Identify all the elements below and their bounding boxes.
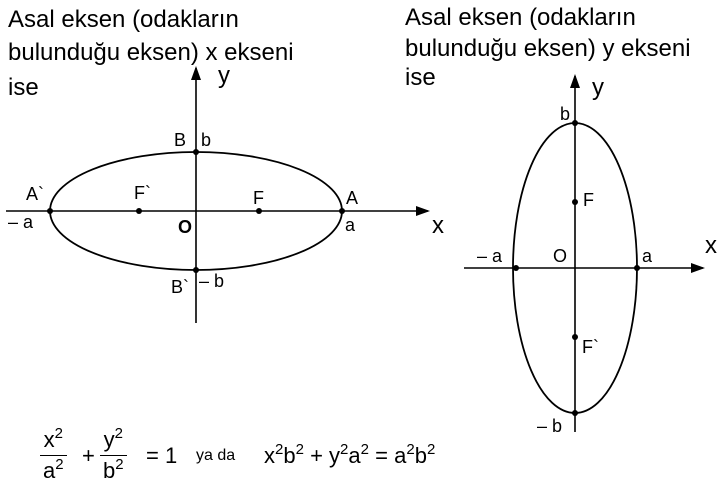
right-label-F-prime: F` — [582, 337, 599, 357]
right-y-axis-label: y — [592, 74, 604, 101]
left-point-minus-a — [47, 208, 53, 214]
right-point-a — [634, 265, 640, 271]
left-caption-line-1: Asal eksen (odakların — [8, 6, 239, 33]
left-point-a — [339, 208, 345, 214]
fraction-a-denominator: a2 — [43, 456, 64, 484]
fraction-x-numerator: x2 — [43, 425, 63, 452]
left-label-a: a — [345, 215, 356, 235]
right-caption-line-3: ise — [405, 64, 436, 91]
equals-one: = 1 — [146, 443, 178, 468]
right-label-b: b — [560, 104, 570, 124]
left-label-minus-a: – a — [8, 212, 34, 232]
right-focus-f-prime — [572, 334, 578, 340]
left-label-F-prime: F` — [134, 183, 151, 203]
left-y-axis-label: y — [218, 62, 230, 89]
left-point-b — [193, 149, 199, 155]
fraction-y-over-b: y2 b2 — [100, 425, 127, 484]
right-x-axis-label: x — [705, 232, 717, 259]
left-label-B: B — [174, 130, 186, 150]
right-point-minus-b — [572, 410, 578, 416]
right-caption-line-2: bulunduğu eksen) y ekseni — [405, 35, 691, 62]
horizontal-ellipse-diagram: x y B b B` – b A` – a A a F` F O — [6, 62, 444, 323]
fraction-b-denominator: b2 — [103, 456, 124, 484]
fraction-bar — [40, 455, 67, 457]
left-label-A: A — [346, 188, 358, 208]
left-label-F: F — [253, 188, 264, 208]
left-focus-f — [256, 208, 262, 214]
left-label-b: b — [201, 130, 211, 150]
vertical-ellipse-diagram: x y b – b F F` – a a O — [464, 74, 717, 436]
left-label-B-prime: B` — [171, 277, 189, 297]
left-point-minus-b — [193, 267, 199, 273]
left-x-axis-label: x — [432, 212, 444, 239]
left-focus-f-prime — [136, 208, 142, 214]
fraction-x-over-a: x2 a2 — [40, 425, 67, 484]
ya-da-text: ya da — [196, 447, 236, 464]
right-label-F: F — [583, 190, 594, 210]
fraction-bar — [100, 455, 127, 457]
left-label-A-prime: A` — [26, 184, 44, 204]
plus-sign: + — [82, 443, 95, 468]
right-point-b — [572, 120, 578, 126]
left-label-origin: O — [178, 217, 192, 237]
fraction-y-numerator: y2 — [103, 425, 123, 452]
right-focus-f — [572, 199, 578, 205]
expanded-equation: x2b2 + y2a2 = a2b2 — [264, 441, 436, 468]
right-caption-line-1: Asal eksen (odakların — [405, 4, 636, 31]
right-label-minus-b: – b — [537, 416, 562, 436]
right-label-minus-a: – a — [477, 246, 503, 266]
right-label-a: a — [642, 246, 653, 266]
right-label-origin: O — [553, 246, 567, 266]
left-caption-line-3: ise — [8, 74, 39, 101]
left-label-minus-b: – b — [199, 271, 224, 291]
left-caption-line-2: bulunduğu eksen) x ekseni — [8, 39, 294, 66]
right-point-minus-a — [513, 265, 519, 271]
